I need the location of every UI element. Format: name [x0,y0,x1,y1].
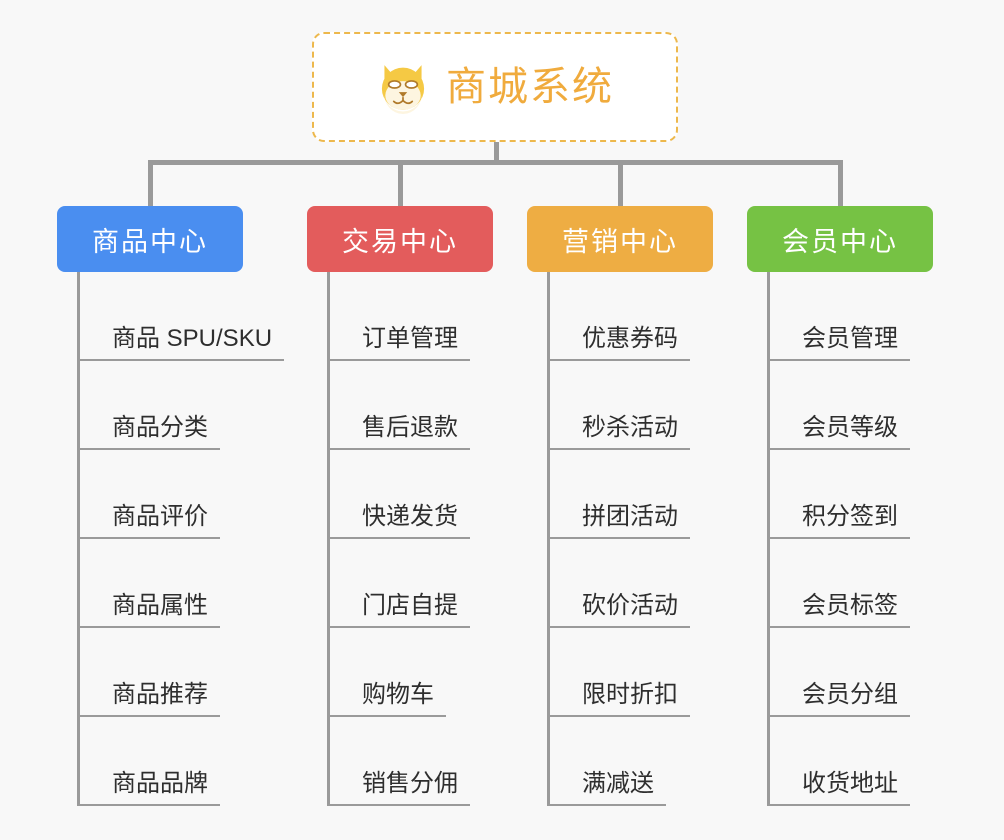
leaf-label: 会员管理 [770,327,910,361]
leaf-item[interactable]: 优惠券码 [550,272,713,361]
connector-root-stub [494,142,499,164]
leaf-label: 订单管理 [330,327,470,361]
leaf-item[interactable]: 会员分组 [770,628,933,717]
connector-horizontal-bus [148,160,841,165]
leaf-label: 满减送 [550,772,666,806]
leaf-label: 商品推荐 [80,683,220,717]
shiba-dog-icon [381,65,425,114]
leaf-item[interactable]: 商品分类 [80,361,243,450]
branch-product-center: 商品中心商品 SPU/SKU 商品分类商品评价商品属性商品推荐商品品牌 [57,206,285,806]
branch-header-marketing-center[interactable]: 营销中心 [527,206,713,272]
leaf-item[interactable]: 商品评价 [80,450,243,539]
leaf-label: 限时折扣 [550,683,690,717]
leaf-label: 秒杀活动 [550,416,690,450]
leaf-label: 商品属性 [80,594,220,628]
root-node[interactable]: 商城系统 [312,32,678,142]
branch-header-product-center[interactable]: 商品中心 [57,206,243,272]
leaf-list-product-center: 商品 SPU/SKU 商品分类商品评价商品属性商品推荐商品品牌 [77,272,285,806]
root-title: 商城系统 [446,65,614,109]
leaf-item[interactable]: 会员等级 [770,361,933,450]
branch-header-label: 交易中心 [342,226,458,257]
leaf-item[interactable]: 砍价活动 [550,539,713,628]
leaf-item[interactable]: 商品 SPU/SKU [80,272,285,361]
connector-drop-member-center [838,160,843,208]
leaf-label: 购物车 [330,683,446,717]
leaf-item[interactable]: 快递发货 [330,450,493,539]
leaf-label: 会员等级 [770,416,910,450]
leaf-label: 商品评价 [80,505,220,539]
leaf-list-member-center: 会员管理会员等级积分签到会员标签会员分组收货地址 [767,272,933,806]
branch-header-label: 会员中心 [782,226,898,257]
leaf-label: 收货地址 [770,772,910,806]
leaf-label: 售后退款 [330,416,470,450]
leaf-item[interactable]: 会员标签 [770,539,933,628]
leaf-item[interactable]: 门店自提 [330,539,493,628]
connector-drop-trade-center [398,160,403,208]
branch-trade-center: 交易中心订单管理售后退款快递发货门店自提购物车销售分佣 [307,206,493,806]
leaf-item[interactable]: 商品品牌 [80,717,243,806]
leaf-item[interactable]: 积分签到 [770,450,933,539]
leaf-label: 会员标签 [770,594,910,628]
leaf-item[interactable]: 满减送 [550,717,713,806]
leaf-label: 销售分佣 [330,772,470,806]
connector-drop-product-center [148,160,153,208]
branch-header-label: 商品中心 [92,226,208,257]
leaf-item[interactable]: 商品推荐 [80,628,243,717]
leaf-item[interactable]: 收货地址 [770,717,933,806]
leaf-item[interactable]: 订单管理 [330,272,493,361]
leaf-item[interactable]: 会员管理 [770,272,933,361]
branch-member-center: 会员中心会员管理会员等级积分签到会员标签会员分组收货地址 [747,206,933,806]
leaf-label: 商品品牌 [80,772,220,806]
leaf-label: 门店自提 [330,594,470,628]
leaf-item[interactable]: 购物车 [330,628,493,717]
branch-marketing-center: 营销中心优惠券码秒杀活动拼团活动砍价活动限时折扣满减送 [527,206,713,806]
leaf-list-marketing-center: 优惠券码秒杀活动拼团活动砍价活动限时折扣满减送 [547,272,713,806]
leaf-item[interactable]: 拼团活动 [550,450,713,539]
branch-header-member-center[interactable]: 会员中心 [747,206,933,272]
leaf-label: 积分签到 [770,505,910,539]
leaf-label: 快递发货 [330,505,470,539]
leaf-label: 拼团活动 [550,505,690,539]
branch-header-trade-center[interactable]: 交易中心 [307,206,493,272]
leaf-label: 会员分组 [770,683,910,717]
leaf-label: 商品分类 [80,416,220,450]
leaf-item[interactable]: 销售分佣 [330,717,493,806]
leaf-item[interactable]: 商品属性 [80,539,243,628]
connector-drop-marketing-center [618,160,623,208]
leaf-item[interactable]: 售后退款 [330,361,493,450]
leaf-list-trade-center: 订单管理售后退款快递发货门店自提购物车销售分佣 [327,272,493,806]
leaf-item[interactable]: 限时折扣 [550,628,713,717]
branch-header-label: 营销中心 [562,226,678,257]
leaf-label: 优惠券码 [550,327,690,361]
leaf-label: 砍价活动 [550,594,690,628]
leaf-item[interactable]: 秒杀活动 [550,361,713,450]
leaf-label: 商品 SPU/SKU [80,327,285,361]
